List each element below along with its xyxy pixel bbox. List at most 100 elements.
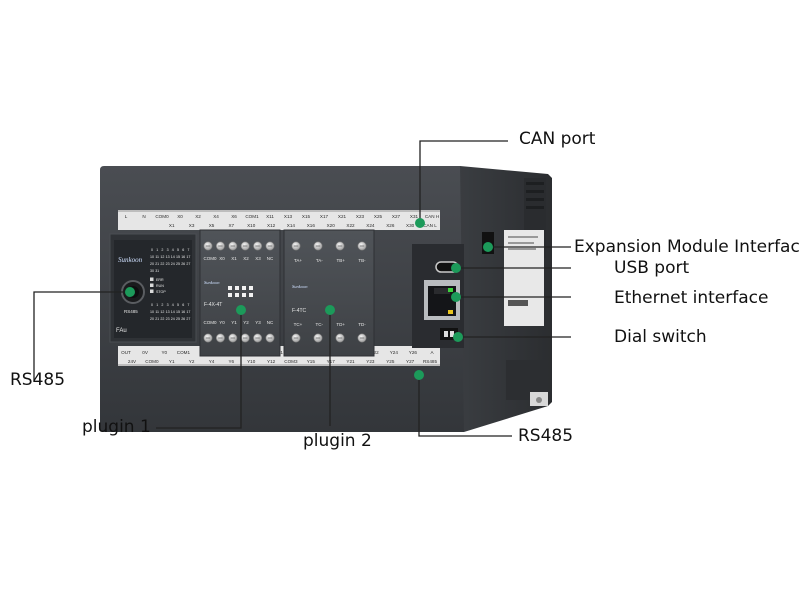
plugin1-terminal-label: COM0 xyxy=(203,256,216,261)
status-led xyxy=(150,289,154,293)
top-terminal-label: X24 xyxy=(366,223,375,228)
output-led-number: 21 xyxy=(155,317,159,321)
bottom-terminal-label: 0V xyxy=(142,350,149,355)
output-led-number: 26 xyxy=(181,317,185,321)
input-led-number: 12 xyxy=(160,255,164,259)
plugin2-terminal-label: TD+ xyxy=(336,322,345,327)
plugin1-led xyxy=(235,286,239,290)
callout-plugin1: plugin 1 xyxy=(82,417,151,437)
bottom-terminal-label: Y25 xyxy=(386,359,395,364)
top-terminal-label: X13 xyxy=(284,214,293,219)
input-led-number: 3 xyxy=(167,248,169,252)
top-terminal-label: X21 xyxy=(338,214,347,219)
top-terminal-label: X25 xyxy=(374,214,383,219)
plugin1-led xyxy=(242,293,246,297)
status-led-label: STOP xyxy=(156,290,166,294)
top-terminal-label: X15 xyxy=(302,214,311,219)
bottom-terminal-label: Y27 xyxy=(406,359,415,364)
side-label xyxy=(504,230,544,326)
plugin1-led xyxy=(235,293,239,297)
top-terminal-label: X22 xyxy=(346,223,355,228)
plugin1-terminal-label: Y0 xyxy=(219,320,225,325)
output-led-number: 5 xyxy=(177,303,179,307)
callout-rs485-right: RS485 xyxy=(518,426,574,446)
top-terminal-label: X16 xyxy=(307,223,316,228)
top-terminal-label: X5 xyxy=(209,223,215,228)
output-led-number: 25 xyxy=(176,317,180,321)
top-terminal-label: X6 xyxy=(231,214,237,219)
top-terminal-label: X14 xyxy=(287,223,296,228)
top-terminal-label: X26 xyxy=(386,223,395,228)
top-terminal-label: X0 xyxy=(177,214,183,219)
plugin1-led xyxy=(249,286,253,290)
input-led-number: 15 xyxy=(176,255,180,259)
output-led-number: 14 xyxy=(171,310,175,314)
output-led-number: 24 xyxy=(171,317,175,321)
input-led-number: 31 xyxy=(155,269,159,273)
input-led-number: 0 xyxy=(151,248,153,252)
output-led-number: 2 xyxy=(161,303,163,307)
bottom-terminal-label: Y24 xyxy=(390,350,399,355)
status-led-label: RUN xyxy=(156,284,164,288)
plugin1-terminal-label: Y1 xyxy=(231,320,237,325)
plugin1-terminal-label: Y2 xyxy=(243,320,249,325)
top-terminal-label: X30 xyxy=(406,223,415,228)
output-led-number: 10 xyxy=(150,310,154,314)
callout-rs485-left: RS485 xyxy=(10,370,66,390)
input-led-number: 5 xyxy=(177,248,179,252)
bottom-terminal-label: Y21 xyxy=(346,359,355,364)
input-led-number: 17 xyxy=(186,255,190,259)
bottom-terminal-label: Y10 xyxy=(247,359,256,364)
output-led-number: 3 xyxy=(167,303,169,307)
top-terminal-label: X27 xyxy=(392,214,401,219)
top-terminal-label: COM1 xyxy=(245,214,259,219)
output-led-number: 22 xyxy=(160,317,164,321)
input-led-number: 13 xyxy=(166,255,170,259)
bottom-terminal-label: 24V xyxy=(128,359,137,364)
plugin2-terminal-label: TC- xyxy=(316,322,324,327)
input-led-number: 26 xyxy=(181,262,185,266)
plugin1-terminal-label: NC xyxy=(267,256,274,261)
plugin2-terminal-label: TA- xyxy=(316,258,323,263)
plugin1-terminal-label: X3 xyxy=(255,256,261,261)
bottom-terminal-label: Y23 xyxy=(366,359,375,364)
top-terminal-label: X31 xyxy=(410,214,419,219)
leader-lines xyxy=(33,140,571,437)
input-led-number: 25 xyxy=(176,262,180,266)
top-terminal-label: X12 xyxy=(267,223,276,228)
bottom-terminal-label: Y1 xyxy=(169,359,175,364)
bottom-terminal-label: Y26 xyxy=(409,350,418,355)
top-terminal-label: X4 xyxy=(213,214,219,219)
bottom-terminal-label: Y6 xyxy=(228,359,234,364)
plugin2-terminal-label: TB+ xyxy=(337,258,346,263)
plugin1-terminal-label: NC xyxy=(267,320,274,325)
output-led-number: 6 xyxy=(182,303,184,307)
plugin2-terminal-label: TB- xyxy=(358,258,366,263)
callout-usb-port: USB port xyxy=(614,258,690,278)
bottom-terminal-label: COM3 xyxy=(284,359,298,364)
plugin2-terminal-label: TD- xyxy=(358,322,366,327)
input-led-number: 4 xyxy=(172,248,174,252)
top-terminal-label: X17 xyxy=(320,214,329,219)
output-led-number: 17 xyxy=(186,310,190,314)
bottom-terminal-label: Y17 xyxy=(327,359,336,364)
input-led-number: 10 xyxy=(150,255,154,259)
model-badge: FAu xyxy=(116,328,127,334)
input-led-number: 20 xyxy=(150,262,154,266)
output-led-number: 23 xyxy=(166,317,170,321)
top-terminal-label: CAN L xyxy=(423,223,437,228)
top-terminal-label: CAN H xyxy=(425,214,439,219)
plugin1-led xyxy=(242,286,246,290)
input-led-number: 6 xyxy=(182,248,184,252)
plugin1-led xyxy=(228,293,232,297)
bottom-terminal-label: Y22 xyxy=(371,350,380,355)
status-led xyxy=(150,277,154,281)
output-led-number: 27 xyxy=(186,317,190,321)
plugin1-led xyxy=(249,293,253,297)
plugin1-brand: Sunkoon xyxy=(204,280,220,285)
plugin1-led xyxy=(228,286,232,290)
top-terminal-label: X1 xyxy=(169,223,175,228)
input-led-number: 22 xyxy=(160,262,164,266)
status-led xyxy=(150,283,154,287)
